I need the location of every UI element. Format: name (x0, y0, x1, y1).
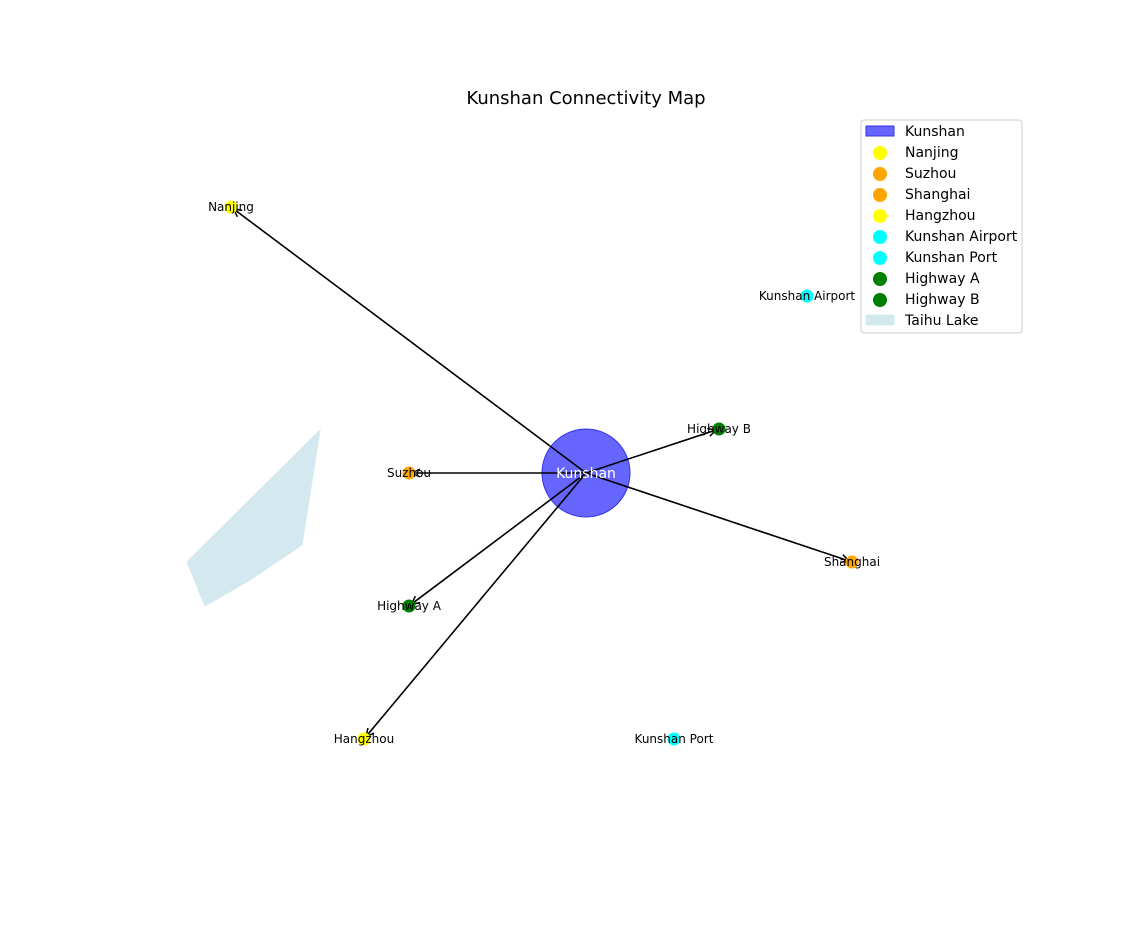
highway-a-label: Highway A (377, 599, 442, 613)
kunshan-airport-label: Kunshan Airport (759, 289, 855, 303)
hangzhou-label: Hangzhou (334, 732, 394, 746)
hangzhou-marker (357, 732, 371, 746)
nanjing-label: Nanjing (208, 200, 254, 214)
suzhou-marker (402, 466, 416, 480)
legend-swatch-4 (873, 209, 887, 223)
legend-swatch-7 (873, 272, 887, 286)
legend-frame (860, 119, 1023, 334)
taihu-lake-area (186, 428, 321, 607)
highway-a-marker (402, 599, 416, 613)
kunshan-port-label: Kunshan Port (635, 732, 714, 746)
shanghai-label: Shanghai (824, 555, 880, 569)
highway-b-label: Highway B (687, 422, 751, 436)
connection-arrows (233, 209, 849, 737)
legend-swatch-8 (873, 293, 887, 307)
legend-entries: KunshanNanjingSuzhouShanghaiHangzhouKuns… (865, 124, 1018, 329)
legend-swatch-3 (873, 188, 887, 202)
legend-swatch-1 (873, 146, 887, 160)
legend-label-9: Taihu Lake (904, 313, 979, 329)
arrow-to-nanjing (233, 209, 587, 474)
arrow-to-highway-b (585, 430, 716, 474)
legend-swatch-0 (865, 125, 895, 137)
highway-b-marker (712, 422, 726, 436)
legend-label-6: Kunshan Port (905, 250, 998, 266)
kunshan-center-label: Kunshan (556, 466, 616, 482)
legend-label-5: Kunshan Airport (905, 229, 1018, 245)
kunshan-port-marker (667, 732, 681, 746)
legend-label-3: Shanghai (905, 187, 970, 203)
legend-swatch-5 (873, 230, 887, 244)
nanjing-marker (224, 200, 238, 214)
legend-label-8: Highway B (905, 292, 980, 308)
map-title: Kunshan Connectivity Map (466, 88, 705, 109)
arrow-to-shanghai (585, 472, 849, 561)
legend-label-7: Highway A (905, 271, 980, 287)
kunshan-airport-marker (800, 289, 814, 303)
legend-label-2: Suzhou (905, 166, 956, 182)
legend-label-1: Nanjing (905, 145, 958, 161)
shanghai-marker (845, 555, 859, 569)
suzhou-label: Suzhou (387, 466, 431, 480)
arrow-to-hangzhou (366, 472, 587, 737)
legend-swatch-6 (873, 251, 887, 265)
legend-swatch-2 (873, 167, 887, 181)
arrow-to-highway-a (411, 472, 587, 604)
legend: KunshanNanjingSuzhouShanghaiHangzhouKuns… (860, 119, 1023, 334)
legend-label-0: Kunshan (905, 124, 965, 140)
legend-label-4: Hangzhou (905, 208, 976, 224)
legend-swatch-9 (865, 314, 895, 326)
